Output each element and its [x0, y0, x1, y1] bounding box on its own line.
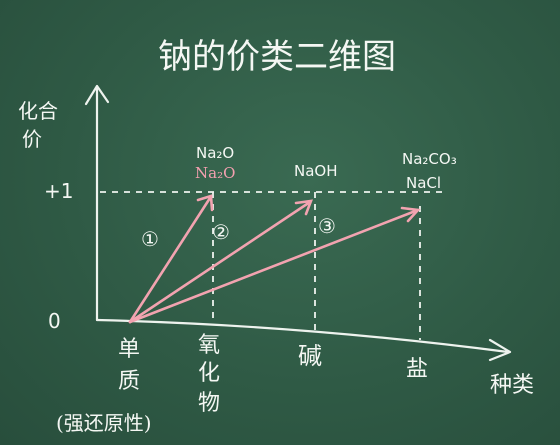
diagram-title: 钠的价类二维图	[158, 37, 396, 77]
y-axis-label-line1: 化合	[18, 99, 58, 123]
compound-oxide-1: Na₂O	[196, 144, 234, 162]
x-axis	[95, 318, 510, 354]
arrow-2-number: ②	[212, 220, 230, 244]
y-axis-arrowhead	[84, 84, 110, 106]
x-axis-label: 种类	[490, 373, 534, 398]
compound-base: NaOH	[294, 162, 338, 180]
category-oxide-line3: 物	[198, 391, 220, 416]
y-axis-label-line2: 价	[22, 127, 42, 151]
arrow-1-number: ①	[141, 227, 159, 251]
arrow-3-number: ③	[318, 214, 336, 238]
arrow-3-head	[400, 206, 421, 223]
arrow-2	[128, 200, 312, 324]
category-salt: 盐	[406, 357, 428, 382]
arrow-3	[128, 208, 420, 324]
category-base: 碱	[298, 342, 322, 370]
category-element-note: (强还原性)	[56, 411, 152, 435]
arrow-1-head	[196, 194, 214, 212]
tick-zero: 0	[48, 309, 61, 333]
arrow-1	[128, 196, 212, 324]
category-element-line1: 单	[118, 337, 140, 362]
compound-oxide-2: Na₂O	[195, 164, 235, 182]
x-axis-arrowhead	[488, 338, 512, 362]
compound-salt-2: NaCl	[406, 174, 441, 192]
category-oxide-line2: 化	[198, 361, 220, 386]
compound-salt-1: Na₂CO₃	[402, 150, 457, 168]
category-oxide-line1: 氧	[198, 333, 220, 358]
category-element-line2: 质	[118, 369, 140, 394]
arrow-2-head	[294, 199, 313, 216]
tick-plus-one: +1	[44, 179, 73, 203]
